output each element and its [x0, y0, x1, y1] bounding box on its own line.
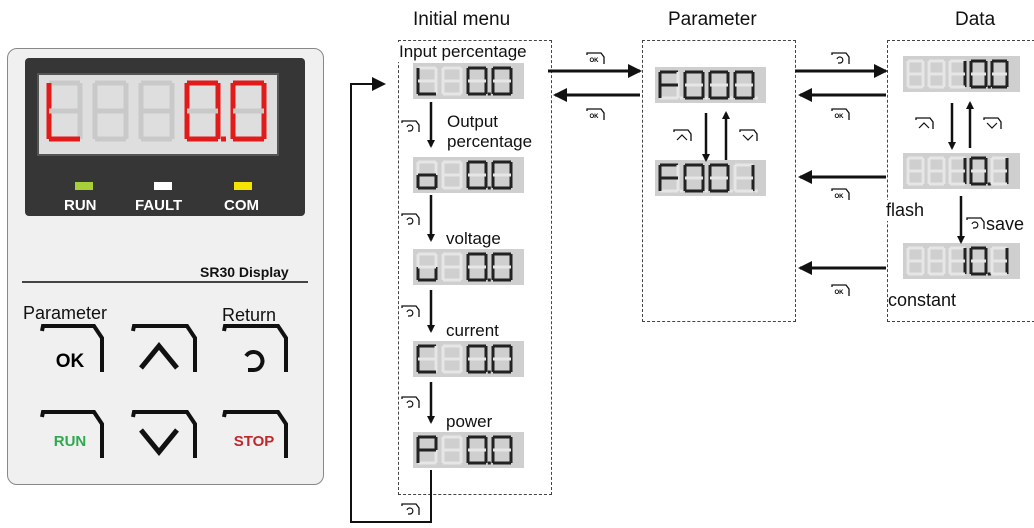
ok-key-icon: OK [586, 52, 605, 64]
fault-led [154, 182, 172, 190]
return-key-icon [401, 503, 420, 515]
menu-display-1 [413, 157, 524, 193]
ok-key-icon: OK [831, 108, 850, 120]
fault-led-label: FAULT [135, 197, 183, 214]
stop-key[interactable]: STOP [222, 410, 290, 462]
svg-text:OK: OK [590, 58, 600, 64]
com-led-label: COM [224, 197, 259, 214]
constant-label: constant [888, 290, 957, 311]
down-key[interactable] [131, 410, 199, 462]
stop-key-label: STOP [234, 433, 275, 450]
flash-label: flash [886, 200, 925, 221]
return-key-icon [401, 396, 420, 408]
svg-text:OK: OK [835, 290, 845, 296]
menu-display-0 [413, 63, 524, 99]
parameter-title: Parameter [668, 9, 757, 30]
ok-key-icon: OK [831, 284, 850, 296]
menu-display-4 [413, 432, 524, 468]
parameter-display-0 [655, 67, 766, 103]
decimal-point [729, 96, 733, 100]
com-led [234, 182, 252, 190]
up-key[interactable] [131, 324, 199, 376]
return-key-icon [401, 120, 420, 132]
return-icon [244, 350, 265, 372]
data-display-0 [903, 56, 1020, 92]
data-title: Data [955, 9, 996, 30]
data-display-2 [903, 243, 1020, 279]
menu-label-input: Input percentage [398, 42, 528, 62]
ok-key[interactable]: OK [40, 324, 106, 376]
down-key-icon [739, 129, 758, 141]
ok-key-icon: OK [831, 188, 850, 200]
initial-menu-box [398, 40, 552, 495]
run-key[interactable]: RUN [40, 410, 106, 462]
model-label: SR30 Display [200, 264, 289, 280]
menu-display-2 [413, 249, 524, 285]
run-led [75, 182, 93, 190]
down-key-icon [983, 117, 1002, 129]
decimal-point [754, 96, 758, 100]
menu-label-output: Output percentage [447, 112, 543, 152]
data-box [887, 40, 1034, 322]
decimal-point [487, 370, 491, 374]
decimal-point [487, 92, 491, 96]
decimal-point [704, 189, 708, 193]
ok-key-icon: OK [586, 108, 605, 120]
decimal-point [487, 186, 491, 190]
decimal-point [679, 96, 683, 100]
decimal-point [487, 461, 491, 465]
menu-display-3 [413, 341, 524, 377]
decimal-point [487, 278, 491, 282]
panel-divider [22, 281, 308, 283]
svg-text:OK: OK [835, 114, 845, 120]
parameter-box [642, 40, 796, 322]
svg-text:OK: OK [590, 114, 600, 120]
return-key-icon [401, 213, 420, 225]
main-display-digits [46, 80, 267, 142]
return-label: Return [222, 305, 277, 325]
decimal-point [987, 182, 991, 186]
data-display-1 [903, 153, 1020, 189]
return-key-icon [401, 305, 420, 317]
menu-label-voltage: voltage [446, 229, 501, 249]
up-key-icon [915, 117, 934, 129]
decimal-point [729, 189, 733, 193]
svg-text:OK: OK [835, 194, 845, 200]
run-led-label: RUN [64, 197, 97, 214]
parameter-label: Parameter [23, 303, 108, 323]
menu-label-power: power [446, 412, 493, 432]
initial-menu-title: Initial menu [413, 9, 511, 30]
decimal-point [221, 136, 226, 142]
up-key-icon [673, 129, 692, 141]
menu-label-current: current [446, 321, 499, 341]
decimal-point [679, 189, 683, 193]
main-display-window [37, 73, 279, 156]
save-label: save [986, 214, 1025, 235]
ok-key-label: OK [56, 351, 85, 372]
decimal-point [987, 272, 991, 276]
decimal-point [987, 85, 991, 89]
decimal-point [704, 96, 708, 100]
return-key[interactable] [222, 324, 290, 376]
return-key-icon [966, 217, 985, 229]
run-key-label: RUN [54, 433, 87, 450]
parameter-display-1 [655, 160, 766, 196]
decimal-point [754, 189, 758, 193]
return-key-icon [831, 52, 850, 64]
